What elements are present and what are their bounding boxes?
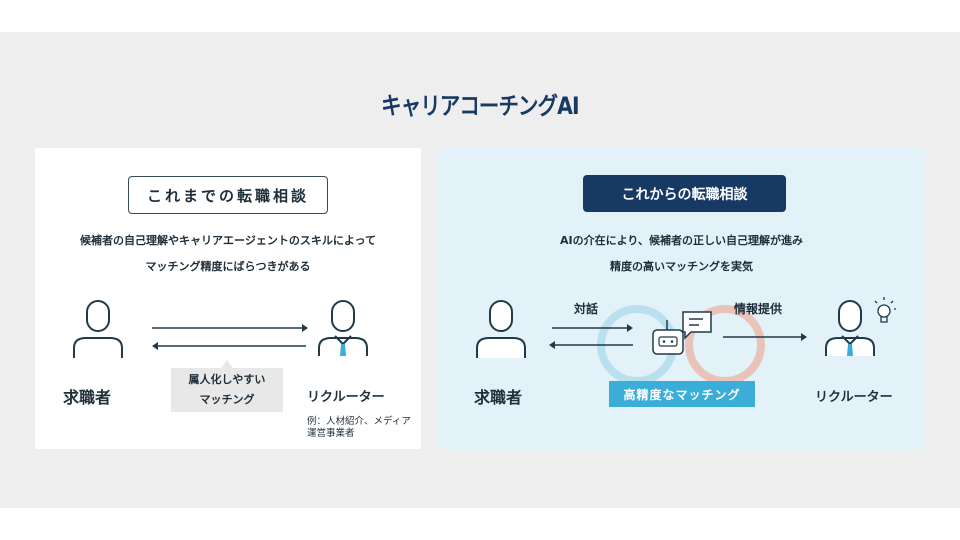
- high-precision-matching-badge: 高精度なマッチング: [609, 381, 755, 407]
- desc-line: 候補者の自己理解やキャリアエージェントのスキルによって: [80, 234, 376, 247]
- future-description: AIの介在により、候補者の正しい自己理解が進み 精度の高いマッチングを実気: [437, 228, 926, 280]
- job-seeker-label: 求職者: [474, 388, 523, 407]
- conventional-description: 候補者の自己理解やキャリアエージェントのスキルによって マッチング精度にばらつき…: [35, 228, 421, 280]
- desc-line: 精度の高いマッチングを実気: [610, 260, 753, 273]
- note-line: 運営事業者: [307, 428, 355, 439]
- note-line: 例：人材紹介、メディア: [307, 416, 411, 427]
- panel-future: これからの転職相談 AIの介在により、候補者の正しい自己理解が進み 精度の高いマ…: [437, 148, 926, 449]
- page-title: キャリアコーチングAI: [381, 92, 579, 120]
- future-header: これからの転職相談: [583, 175, 786, 212]
- callout-line: マッチング: [199, 393, 255, 406]
- two-way-arrows: [152, 324, 308, 350]
- panel-conventional: これまでの転職相談 候補者の自己理解やキャリアエージェントのスキルによって マッ…: [35, 148, 421, 449]
- recruiter-label: リクルーター: [307, 390, 385, 405]
- recruiter-icon: [318, 300, 368, 356]
- info-provision-label: 情報提供: [734, 302, 783, 316]
- dialogue-label: 対話: [574, 302, 599, 316]
- flow-arrows: [549, 324, 807, 349]
- desc-line: AIの介在により、候補者の正しい自己理解が進み: [560, 234, 803, 247]
- desc-line: マッチング精度にばらつきがある: [145, 260, 311, 273]
- job-seeker-icon: [73, 300, 123, 358]
- job-seeker-icon: [476, 300, 526, 358]
- recruiter-with-idea-icon: [825, 297, 896, 356]
- recruiter-note: 例：人材紹介、メディア 運営事業者: [307, 416, 411, 440]
- callout-line: 属人化しやすい: [188, 373, 266, 386]
- job-seeker-label: 求職者: [63, 388, 112, 407]
- ai-robot-chat-icon: [652, 311, 712, 355]
- personalized-matching-callout: 属人化しやすい マッチング: [171, 360, 283, 412]
- recruiter-label: リクルーター: [815, 390, 893, 405]
- conventional-header: これまでの転職相談: [128, 176, 328, 214]
